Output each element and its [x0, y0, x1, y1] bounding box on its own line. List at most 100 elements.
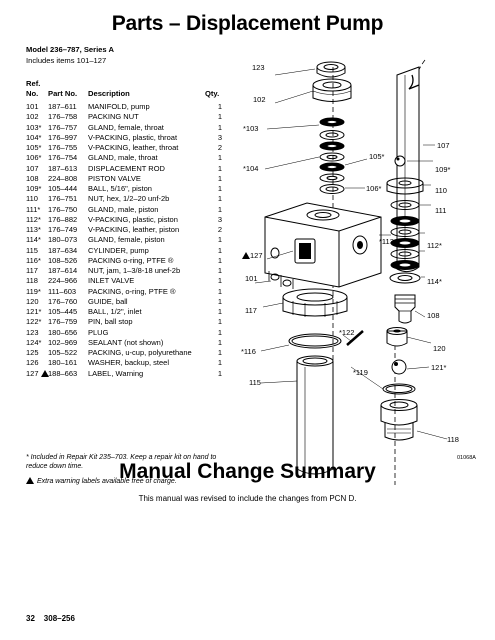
- part-description: GLAND, male, throat: [88, 153, 158, 163]
- part-number: 187–614: [48, 266, 78, 275]
- ref-number: 124*: [26, 337, 42, 347]
- part-description: PLUG: [88, 327, 109, 337]
- part-quantity: 1: [217, 153, 222, 163]
- header-no: No.: [26, 89, 39, 98]
- part-number: 187–611: [48, 102, 77, 111]
- part-description: GUIDE, ball: [88, 296, 128, 306]
- table-row: 103* 176–757 GLAND, female, throat 1: [26, 123, 222, 133]
- ref-number: 117: [26, 266, 38, 275]
- summary-title: Manual Change Summary: [119, 460, 376, 483]
- part-number: 176–757: [48, 122, 78, 132]
- repair-kit-note: * Included in Repair Kit 235–703. Keep a…: [26, 454, 217, 470]
- part-number: 111–603: [48, 286, 77, 296]
- figure-number: 01068A: [457, 455, 476, 461]
- callout-109: 109*: [435, 165, 451, 174]
- part-number: 180–073: [48, 235, 78, 245]
- part-quantity: 3: [217, 214, 222, 224]
- part-number: 105–444: [48, 184, 78, 193]
- ref-number: 125: [26, 348, 39, 357]
- callout-127-text: 127: [250, 251, 263, 260]
- callout-102: 102: [253, 95, 266, 104]
- part-quantity: 1: [217, 255, 222, 265]
- ref-number: 111*: [26, 204, 41, 214]
- callout-110: 110: [435, 186, 447, 195]
- part-description: PISTON VALVE: [88, 173, 141, 183]
- callout-105: 105*: [369, 152, 385, 161]
- part-description: V-PACKING, plastic, piston: [88, 214, 178, 224]
- ref-number: 115: [26, 245, 38, 255]
- callout-121: 121*: [431, 363, 447, 372]
- callout-111: 111: [435, 206, 447, 215]
- part-quantity: 1: [217, 184, 222, 193]
- part-number: 108–526: [48, 255, 78, 265]
- part-quantity: 1: [217, 122, 222, 132]
- ref-number: 126: [26, 358, 39, 368]
- ref-number: 103*: [26, 122, 42, 132]
- footer-doc-number: 308–256: [43, 614, 75, 623]
- includes-label: Includes items 101–127: [26, 56, 107, 65]
- part-number: 176–750: [48, 204, 78, 214]
- header-qty: Qty.: [205, 89, 220, 98]
- callout-107: 107: [437, 141, 450, 150]
- part-number: 105–522: [48, 348, 78, 357]
- warning-triangle-icon: [242, 252, 250, 259]
- part-number: 176–749: [48, 225, 78, 234]
- part-number: 176–759: [48, 317, 78, 327]
- ref-number: 127: [26, 368, 39, 378]
- part-number: 224–808: [48, 173, 78, 183]
- part-description: PACKING, o-ring, PTFE ®: [88, 286, 176, 296]
- callout-116: *116: [241, 347, 256, 356]
- part-quantity: 1: [217, 194, 222, 204]
- part-description: V-PACKING, leather, throat: [88, 143, 179, 152]
- callout-119: *119: [353, 368, 368, 377]
- callout-113: *113: [379, 237, 394, 246]
- ref-number: 118: [26, 276, 38, 286]
- part-number: 176–751: [48, 194, 78, 204]
- warning-triangle-icon: [41, 370, 49, 377]
- part-number: 176–754: [48, 153, 78, 163]
- part-number: 176–760: [48, 296, 78, 306]
- part-description: V-PACKING, leather, piston: [88, 225, 180, 234]
- ref-number: 120: [26, 296, 39, 306]
- callout-122: *122: [339, 328, 355, 337]
- part-number: 176–882: [48, 214, 78, 224]
- table-row: 106* 176–754 GLAND, male, throat 1: [26, 153, 222, 163]
- part-description: GLAND, female, piston: [88, 235, 165, 245]
- callout-115: 115: [249, 378, 261, 387]
- part-number: 187–634: [48, 245, 78, 255]
- part-description: GLAND, female, throat: [88, 122, 164, 132]
- part-quantity: 1: [217, 245, 222, 255]
- part-number: 102–969: [48, 337, 78, 347]
- callout-104: *104: [243, 164, 259, 173]
- part-number: 180–656: [48, 327, 78, 337]
- part-quantity: 3: [217, 132, 222, 142]
- part-number: 188–663: [48, 368, 78, 378]
- ref-number: 104*: [26, 132, 42, 142]
- part-description: BALL, 5/16", piston: [88, 184, 152, 193]
- ref-number: 113*: [26, 225, 41, 234]
- part-description: PACKING NUT: [88, 112, 139, 122]
- part-description: NUT, hex, 1/2–20 unf-2b: [88, 194, 170, 204]
- ref-number: 106*: [26, 153, 42, 163]
- part-description: PIN, ball stop: [88, 317, 133, 327]
- exploded-pump-diagram: 123 102 *103 *104 105* 106* 107 109* 110…: [235, 45, 490, 490]
- part-quantity: 1: [217, 204, 222, 214]
